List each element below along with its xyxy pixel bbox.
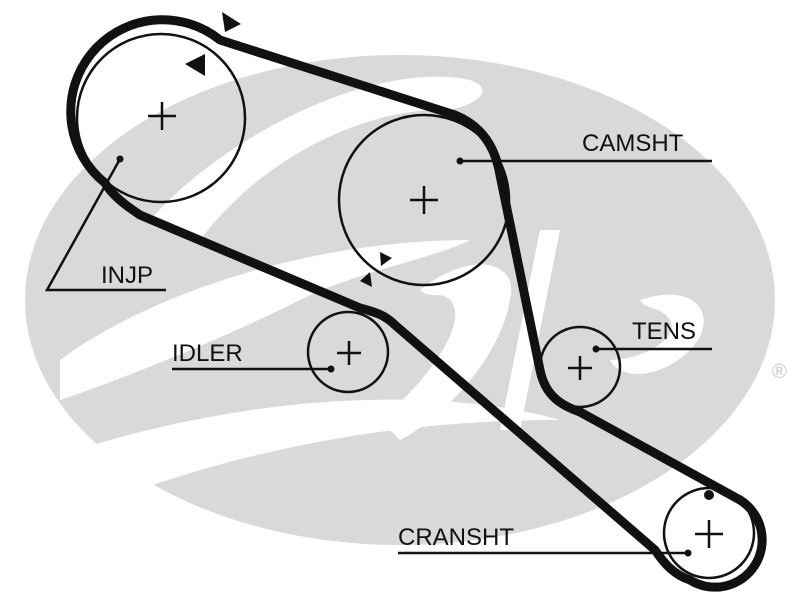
center-marks bbox=[148, 102, 723, 548]
idler-pulley bbox=[306, 310, 390, 394]
injp-leader bbox=[44, 158, 166, 292]
leader-lines bbox=[44, 158, 712, 555]
injp-timing-mark-icon bbox=[185, 12, 241, 76]
watermark-stroke-e bbox=[610, 294, 704, 374]
timing-belt bbox=[66, 15, 767, 592]
idler-center-cross-icon bbox=[337, 341, 361, 365]
watermark-stroke-g bbox=[60, 240, 470, 400]
tens-center-cross-icon bbox=[568, 356, 592, 380]
camsht-center-cross-icon bbox=[410, 186, 438, 214]
watermark-logo bbox=[20, 55, 775, 545]
watermark-swash bbox=[20, 399, 560, 520]
leader-dots bbox=[116, 155, 692, 557]
cransht-label: CRANSHT bbox=[398, 524, 514, 551]
cransht-timing-dot-icon bbox=[704, 490, 714, 500]
cransht-center-cross-icon bbox=[695, 520, 723, 548]
tens-label: TENS bbox=[632, 318, 696, 345]
injp-center-cross-icon bbox=[148, 102, 176, 130]
injp-label: INJP bbox=[101, 262, 153, 289]
camsht-label: CAMSHT bbox=[582, 130, 684, 157]
registered-mark: ® bbox=[772, 361, 787, 383]
idler-label: IDLER bbox=[172, 340, 243, 367]
watermark-stroke-upper bbox=[150, 76, 483, 240]
camsht-timing-mark-icon bbox=[360, 252, 392, 287]
pulleys bbox=[75, 32, 756, 580]
watermark-stroke-a bbox=[380, 264, 512, 440]
injp-pulley bbox=[75, 32, 247, 204]
